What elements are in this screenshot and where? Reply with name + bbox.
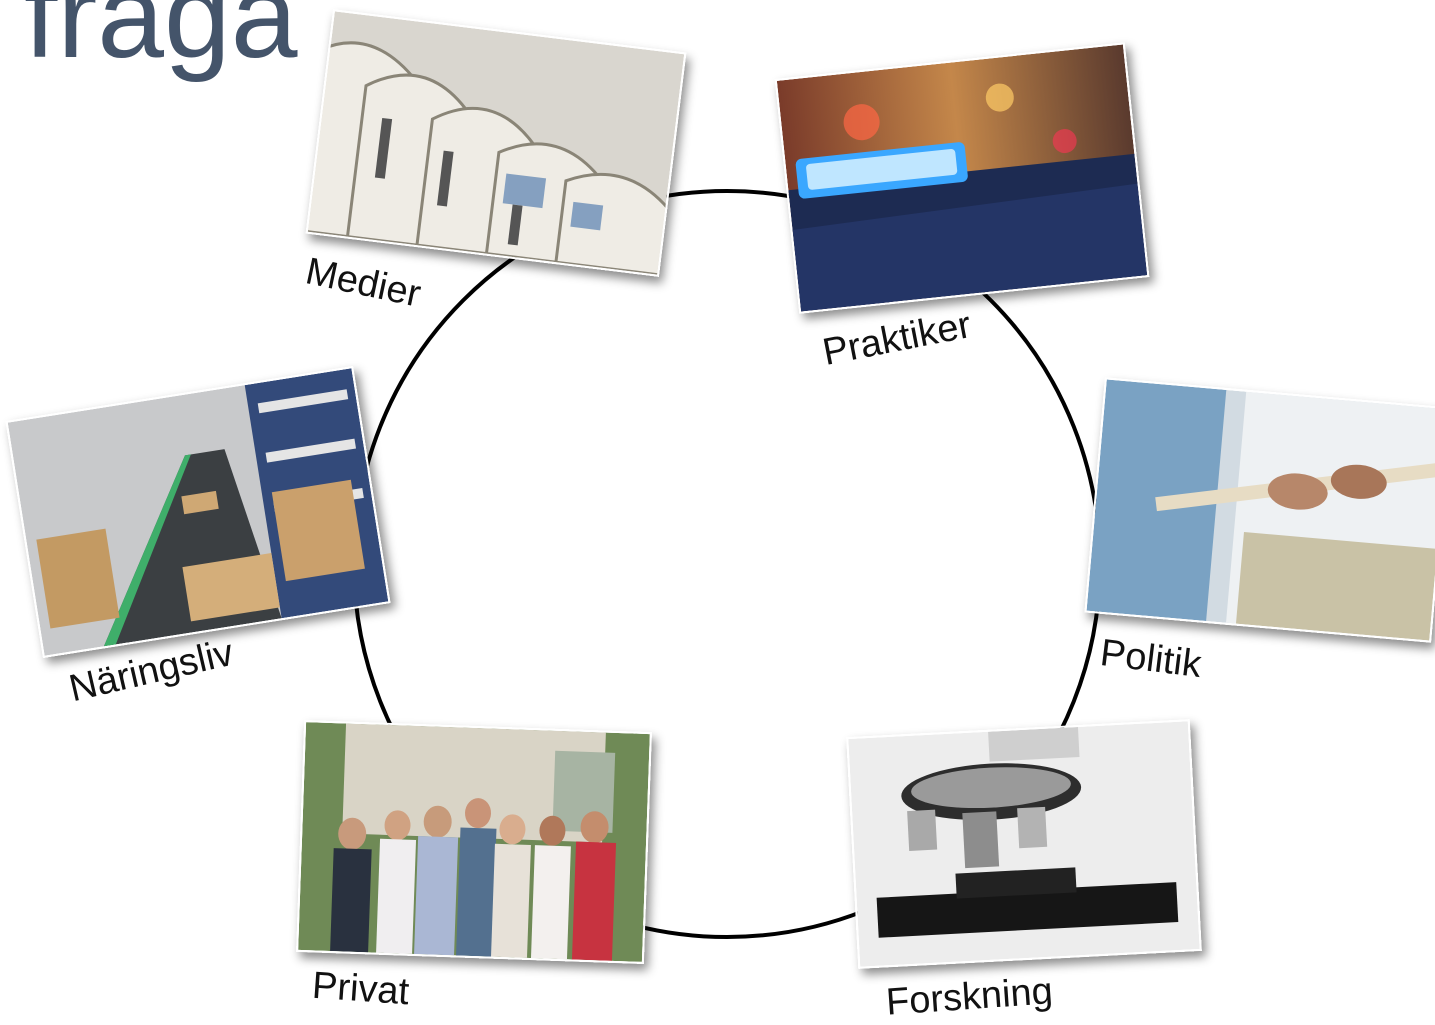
slide-title: fråga: [24, 0, 298, 83]
privat-label: Privat: [310, 964, 411, 1014]
politik-photo: [1084, 377, 1435, 643]
privat-photo: [296, 719, 652, 965]
forskning-photo: [846, 719, 1202, 969]
praktiker-photo: [774, 42, 1150, 314]
medier-photo: [305, 9, 687, 277]
naringsliv-photo: [5, 365, 391, 659]
